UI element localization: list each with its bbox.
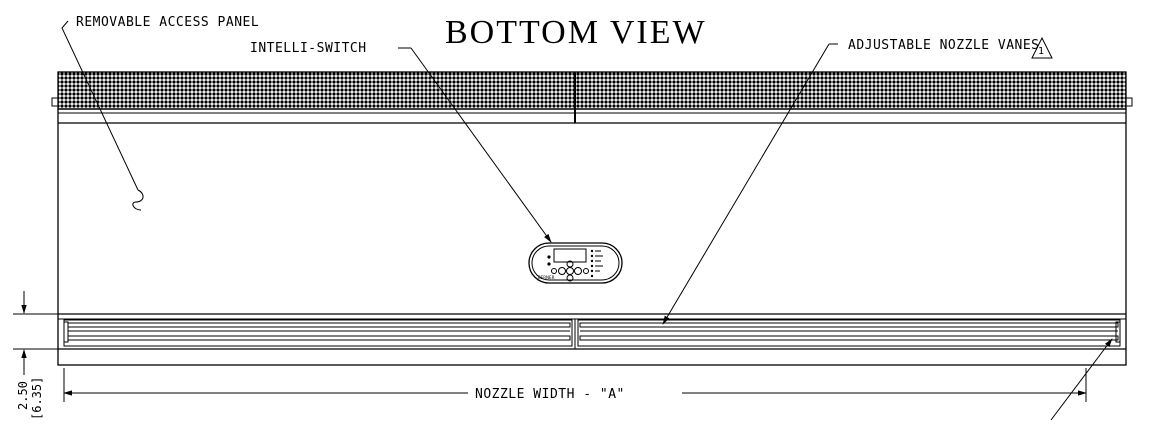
callout-intelli-switch: INTELLI-SWITCH: [250, 41, 552, 243]
controller-display: [553, 248, 587, 263]
revision-triangle-icon: [1031, 36, 1053, 59]
vane-offset-inches: 2.50: [16, 381, 30, 410]
intake-grille: [51, 71, 1133, 123]
callout-vane-end: [1050, 338, 1113, 421]
label-nozzle-width: NOZZLE WIDTH - "A": [475, 387, 625, 402]
vane-offset-dimension: 2.50 [6.35]: [13, 291, 58, 420]
label-removable-access-panel: REMOVABLE ACCESS PANEL: [76, 15, 259, 30]
label-intelli-switch: INTELLI-SWITCH: [250, 41, 367, 56]
nozzle-width-dimension: NOZZLE WIDTH - "A": [63, 368, 1087, 402]
intelli-switch-controller: BERNER: [528, 242, 623, 284]
label-adjustable-nozzle-vanes: ADJUSTABLE NOZZLE VANES: [848, 38, 1040, 53]
nozzle-vanes: [63, 319, 1121, 347]
controller-brand: BERNER: [538, 275, 555, 280]
unit-housing: [57, 108, 1127, 366]
view-title: BOTTOM VIEW: [445, 14, 707, 51]
revision-number: 1: [1038, 46, 1044, 57]
callout-removable-access-panel: REMOVABLE ACCESS PANEL: [61, 15, 259, 211]
callout-adjustable-nozzle-vanes: ADJUSTABLE NOZZLE VANES 1: [662, 36, 1053, 325]
vane-offset-mm: [6.35]: [30, 377, 44, 420]
